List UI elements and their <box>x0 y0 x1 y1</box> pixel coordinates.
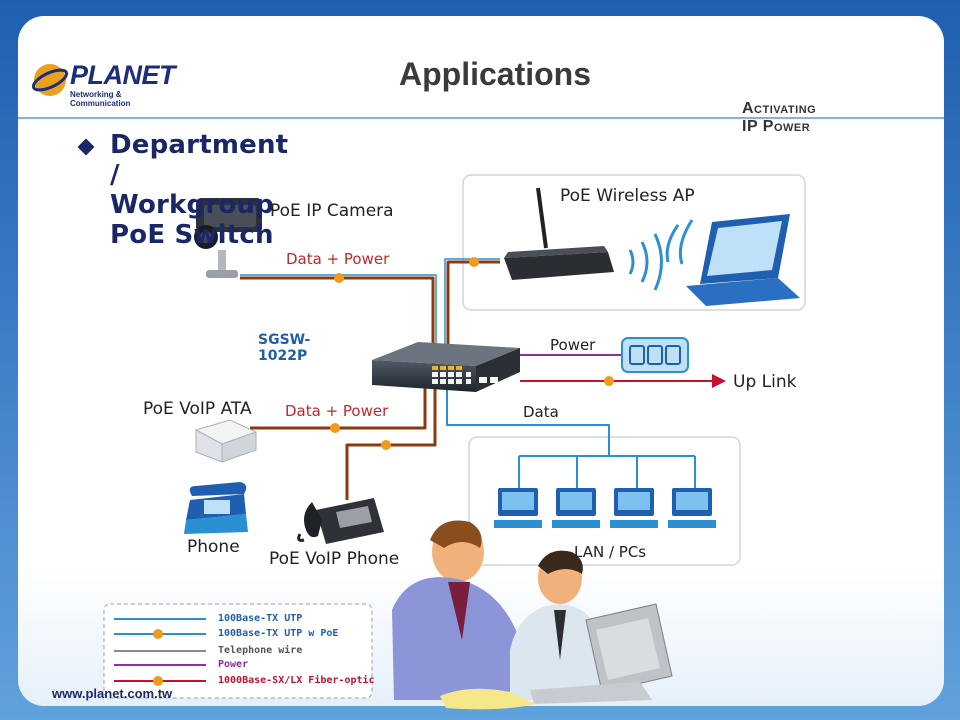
label-wireless-ap: PoE Wireless AP <box>560 186 695 206</box>
legend-label-telephone: Telephone wire <box>218 645 303 656</box>
legend-label-power: Power <box>218 659 249 670</box>
power-outlet-icon <box>621 337 689 373</box>
label-data-power-bottom: Data + Power <box>285 402 389 420</box>
legend-label-fiber: 1000Base-SX/LX Fiber-optic <box>218 675 375 686</box>
laptop-icon <box>686 214 800 306</box>
voip-ata-icon <box>194 419 258 463</box>
people-illustration <box>392 520 673 710</box>
label-power: Power <box>550 336 596 354</box>
legend-label-utp: 100Base-TX UTP <box>218 613 303 624</box>
label-switch-model: SGSW-1022P <box>258 332 311 364</box>
planet-logo-text: PLANET <box>70 60 176 90</box>
bullet-heading: Department / Workgroup PoE Switch <box>110 130 289 250</box>
voip-phone-icon <box>297 498 384 544</box>
lan-box <box>468 436 741 566</box>
label-data-power-top: Data + Power <box>286 250 390 268</box>
ip-camera-icon <box>194 198 262 278</box>
label-data: Data <box>523 403 559 421</box>
footer-url[interactable]: www.planet.com.tw <box>52 686 173 701</box>
label-up-link: Up Link <box>733 372 797 392</box>
label-ip-camera: PoE IP Camera <box>270 201 394 221</box>
planet-logo-subtitle: Networking & Communication <box>70 90 131 108</box>
wifi-waves-icon <box>628 219 694 291</box>
label-voip-ata: PoE VoIP ATA <box>143 399 252 419</box>
wireless-ap-icon <box>504 187 614 280</box>
label-voip-phone: PoE VoIP Phone <box>269 549 400 569</box>
lan-pc-icons <box>494 488 716 528</box>
legend-label-utp-poe: 100Base-TX UTP w PoE <box>218 628 339 639</box>
tagline: Activating IP Power <box>742 100 817 135</box>
page-title: Applications <box>398 56 591 92</box>
legend-box <box>103 603 373 699</box>
phone-icon <box>184 482 248 534</box>
bullet-diamond-icon <box>77 138 95 156</box>
label-phone: Phone <box>187 537 240 557</box>
poe-switch-icon <box>372 342 520 392</box>
planet-logo-globe <box>34 64 66 96</box>
label-lan-pcs: LAN / PCs <box>574 543 647 561</box>
